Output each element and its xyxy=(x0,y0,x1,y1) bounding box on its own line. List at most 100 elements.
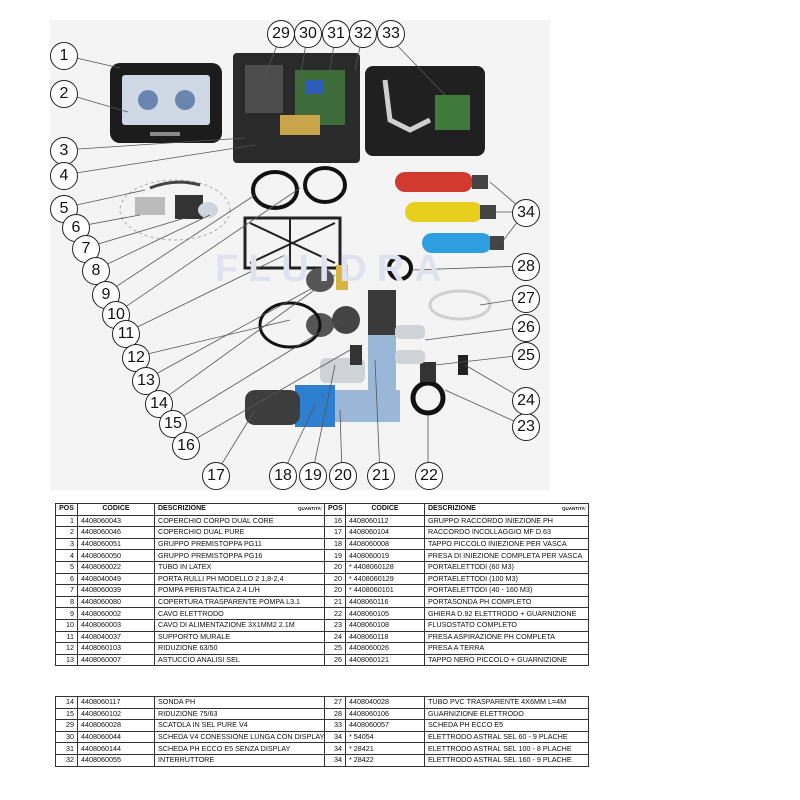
callout-11: 11 xyxy=(112,320,140,348)
callout-2: 2 xyxy=(50,80,78,108)
cell-pos: 5 xyxy=(55,560,78,574)
cell-code: 4408060002 xyxy=(77,607,155,620)
parts-table-top: POS CODICE DESCRIZIONE QUANTITA' POS COD… xyxy=(55,503,589,667)
cell-code-right: 4408060104 xyxy=(345,526,425,539)
cell-code: 4408060055 xyxy=(77,753,155,767)
cell-description: SCHEDA PH ECCO E5 SENZA DISPLAY xyxy=(154,742,325,755)
header-desc-label: DESCRIZIONE xyxy=(158,505,206,513)
cell-description: GRUPPO PREMISTOPPA PG11 xyxy=(154,537,325,551)
cell-pos: 8 xyxy=(55,595,78,609)
cell-description: SCATOLA IN SEL PURE V4 xyxy=(154,719,325,732)
cell-code: 4408040049 xyxy=(77,572,155,586)
cell-description-right: PRESA DI INIEZIONE COMPLETA PER VASCA xyxy=(424,549,589,562)
header-pos: POS xyxy=(55,503,78,516)
cell-description: POMPA PERISTALTICA 2.4 L/H xyxy=(154,584,325,597)
cell-code-right: 4408060112 xyxy=(345,514,425,528)
callout-13: 13 xyxy=(132,367,160,395)
cell-description: SCHEDA V4 CONESSIONE LUNGA CON DISPLAY xyxy=(154,730,325,744)
cell-code-right: * 28421 xyxy=(345,742,425,755)
cell-code: 4408060080 xyxy=(77,595,155,609)
callout-14: 14 xyxy=(145,390,173,418)
cell-code: 4408060022 xyxy=(77,560,155,574)
cell-pos-right: 22 xyxy=(324,607,346,620)
cell-pos: 4 xyxy=(55,549,78,562)
parts-photo xyxy=(50,20,550,490)
callout-23: 23 xyxy=(512,413,540,441)
callout-8: 8 xyxy=(82,257,110,285)
cell-description: INTERRUTTORE xyxy=(154,753,325,767)
cell-pos-right: 28 xyxy=(324,707,346,721)
accessories-image xyxy=(119,179,231,241)
cell-code: 4408040037 xyxy=(77,630,155,644)
callout-1: 1 xyxy=(50,42,78,70)
cell-description: RIDUZIONE 75/63 xyxy=(154,707,325,721)
cell-pos: 2 xyxy=(55,526,78,539)
cell-description-right: PORTAELETTODI (100 M3) xyxy=(424,572,589,586)
cell-code-right: 4408060116 xyxy=(345,595,425,609)
cell-code: 4408060117 xyxy=(77,696,155,709)
callout-29: 29 xyxy=(267,20,295,48)
cell-description-right: SCHEDA PH ECCO E5 xyxy=(424,719,589,732)
cell-description-right: ELETTRODO ASTRAL SEL 100 - 8 PLACHE xyxy=(424,742,589,755)
cell-pos: 30 xyxy=(55,730,78,744)
cell-pos-right: 20 xyxy=(324,560,346,574)
cell-code-right: 4408060026 xyxy=(345,642,425,655)
cell-pos: 6 xyxy=(55,572,78,586)
cell-description-right: ELETTRODO ASTRAL SEL 160 - 9 PLACHE xyxy=(424,753,589,767)
cell-pos: 11 xyxy=(55,630,78,644)
cell-description-right: TAPPO NERO PICCOLO + GUARNIZIONE xyxy=(424,653,589,667)
cell-pos-right: 24 xyxy=(324,630,346,644)
manifold-image xyxy=(245,290,468,427)
cell-description-right: ELETTRODO ASTRAL SEL 60 - 9 PLACHE xyxy=(424,730,589,744)
cell-pos: 1 xyxy=(55,514,78,528)
cell-pos-right: 19 xyxy=(324,549,346,562)
cell-code-right: 4408060019 xyxy=(345,549,425,562)
cell-description-right: PRESA ASPIRAZIONE PH COMPLETA xyxy=(424,630,589,644)
cell-code-right: 4408040028 xyxy=(345,696,425,709)
header-code: CODICE xyxy=(77,503,155,516)
cell-code: 4408060103 xyxy=(77,642,155,655)
callout-19: 19 xyxy=(299,462,327,490)
header-qty: QUANTITA' xyxy=(298,506,322,511)
callout-26: 26 xyxy=(512,314,540,342)
cell-pos: 31 xyxy=(55,742,78,755)
cell-pos: 29 xyxy=(55,719,78,732)
cell-description-right: TUBO PVC TRASPARENTE 4X6MM L=4M xyxy=(424,696,589,709)
cell-description: TUBO IN LATEX xyxy=(154,560,325,574)
header-qty-right: QUANTITA' xyxy=(562,506,586,511)
cell-description-right: PRESA A TERRA xyxy=(424,642,589,655)
callout-3: 3 xyxy=(50,137,78,165)
cell-pos: 15 xyxy=(55,707,78,721)
cell-description-right: PORTASONDA PH COMPLETO xyxy=(424,595,589,609)
cell-description: COPERCHIO CORPO DUAL CORE xyxy=(154,514,325,528)
header-desc-right: DESCRIZIONE QUANTITA' xyxy=(424,503,589,516)
cell-code: 4408060144 xyxy=(77,742,155,755)
cell-pos-right: 17 xyxy=(324,526,346,539)
cell-pos-right: 23 xyxy=(324,618,346,632)
cell-pos: 3 xyxy=(55,537,78,551)
cell-pos: 13 xyxy=(55,653,78,667)
header-code-right: CODICE xyxy=(345,503,425,516)
cell-code: 4408060003 xyxy=(77,618,155,632)
cell-description: SUPPORTO MURALE xyxy=(154,630,325,644)
cell-description-right: GUARNIZIONE ELETTRODO xyxy=(424,707,589,721)
cell-code: 4408060007 xyxy=(77,653,155,667)
cell-description: RIDUZIONE 63/50 xyxy=(154,642,325,655)
cell-code-right: 4408060057 xyxy=(345,719,425,732)
callout-22: 22 xyxy=(415,462,443,490)
callout-15: 15 xyxy=(159,410,187,438)
cell-code: 4408060046 xyxy=(77,526,155,539)
cell-pos-right: 21 xyxy=(324,595,346,609)
